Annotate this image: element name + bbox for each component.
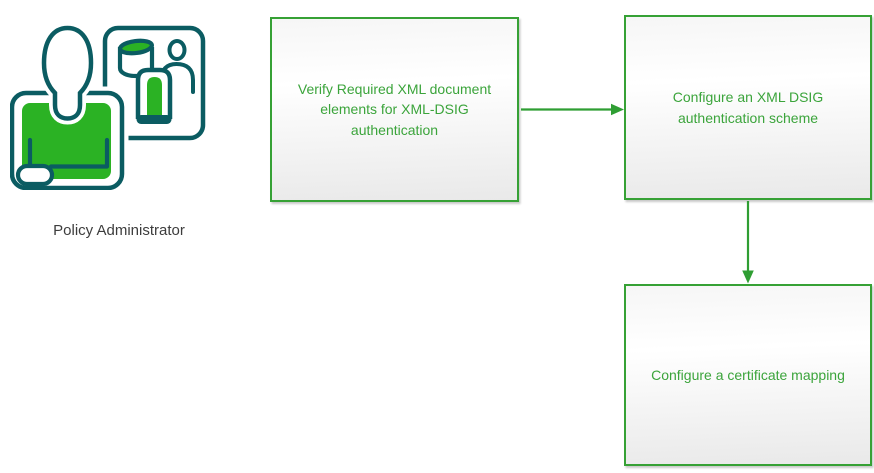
admin-card — [102, 25, 206, 141]
admin-person-figure — [10, 24, 129, 190]
cuff-detail — [15, 163, 55, 187]
connector-step2-step3 — [742, 201, 754, 284]
flow-step-verify-xml-elements: Verify Required XML document elements fo… — [270, 17, 519, 202]
policy-administrator-icon — [10, 24, 206, 190]
flow-step-configure-auth-scheme: Configure an XML DSIG authentication sch… — [624, 15, 872, 200]
actor-label: Policy Administrator — [53, 222, 185, 239]
connector-step1-step2 — [521, 103, 624, 116]
flow-step-configure-cert-mapping: Configure a certificate mapping — [624, 284, 872, 466]
pillar-icon — [135, 67, 173, 124]
